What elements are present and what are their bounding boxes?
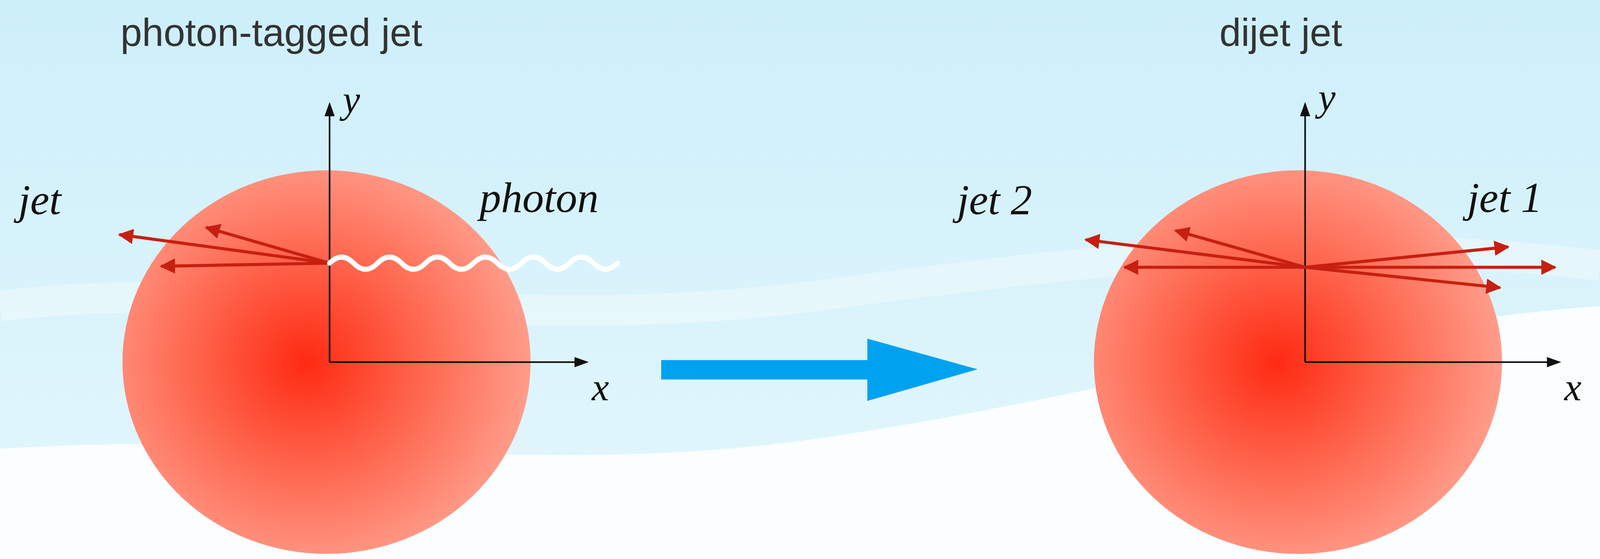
x-axis <box>1305 361 1557 363</box>
panel-title: photon-tagged jet <box>120 10 423 55</box>
jet-particle <box>1175 230 1306 268</box>
jet-particle <box>1305 267 1501 288</box>
jet-particle <box>205 227 330 264</box>
axis-head <box>324 102 335 117</box>
arrow-head <box>867 338 978 401</box>
y-axis <box>328 104 331 363</box>
axis-label: x <box>591 365 609 410</box>
jet-particle <box>161 263 330 267</box>
jet-particle <box>1305 265 1556 269</box>
jet-arrows <box>119 227 1555 288</box>
jet-particle <box>1124 265 1306 269</box>
axis-heads <box>324 102 1561 368</box>
particle-label: photon <box>479 173 599 223</box>
axes <box>329 104 1557 363</box>
x-axis <box>329 361 584 363</box>
photon-wave <box>329 257 618 270</box>
axis-label: y <box>342 77 360 123</box>
panel-title: dijet jet <box>1219 10 1343 55</box>
jet-particle <box>119 234 330 264</box>
jet-particle <box>1085 239 1305 268</box>
axis-label: x <box>1564 365 1582 410</box>
axis-head <box>1300 102 1311 117</box>
transition-arrow <box>661 338 978 401</box>
jet-particle <box>1305 246 1509 268</box>
y-axis <box>1304 104 1307 363</box>
particle-label: jet 1 <box>1467 173 1543 223</box>
particle-label: jet <box>18 175 62 225</box>
axis-label: y <box>1318 75 1336 121</box>
arrow-shaft <box>661 359 872 380</box>
particle-label: jet 2 <box>957 175 1033 225</box>
axis-head <box>1546 356 1561 368</box>
axis-head <box>574 356 589 368</box>
